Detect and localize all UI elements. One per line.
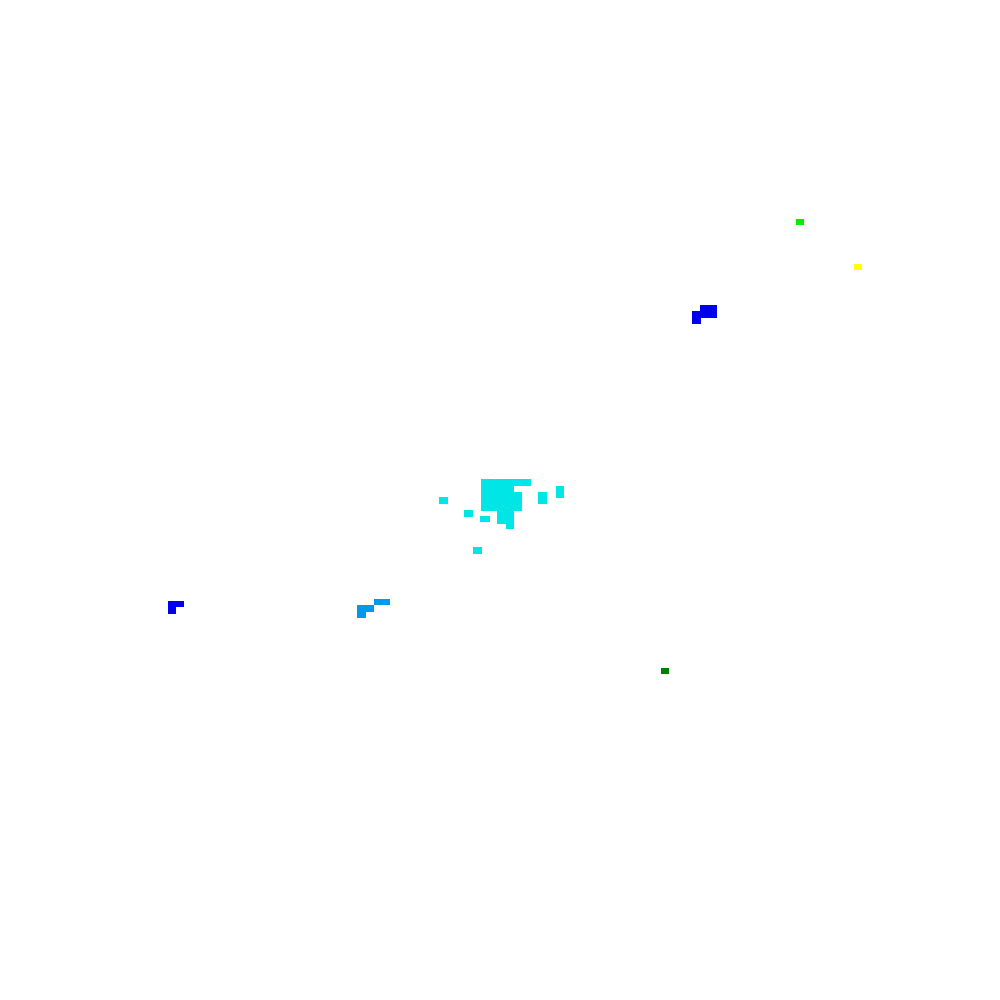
raster-cell xyxy=(497,511,514,524)
raster-cell xyxy=(480,516,490,522)
raster-cell xyxy=(481,492,522,511)
raster-cell xyxy=(481,486,514,492)
raster-cell xyxy=(374,599,390,605)
raster-cell xyxy=(168,607,176,614)
raster-cell xyxy=(357,612,366,618)
raster-cell xyxy=(538,492,547,504)
raster-cell xyxy=(854,264,862,270)
raster-cell xyxy=(796,219,804,225)
raster-cell xyxy=(439,497,448,504)
raster-cell xyxy=(700,305,717,318)
raster-cell xyxy=(506,524,514,529)
raster-cell xyxy=(481,479,531,486)
raster-cell xyxy=(168,601,184,607)
raster-cell xyxy=(692,311,701,324)
raster-cell xyxy=(556,486,564,498)
raster-cell xyxy=(661,668,669,674)
raster-cell xyxy=(464,510,473,517)
raster-cell xyxy=(357,605,374,612)
raster-cell xyxy=(473,547,482,554)
